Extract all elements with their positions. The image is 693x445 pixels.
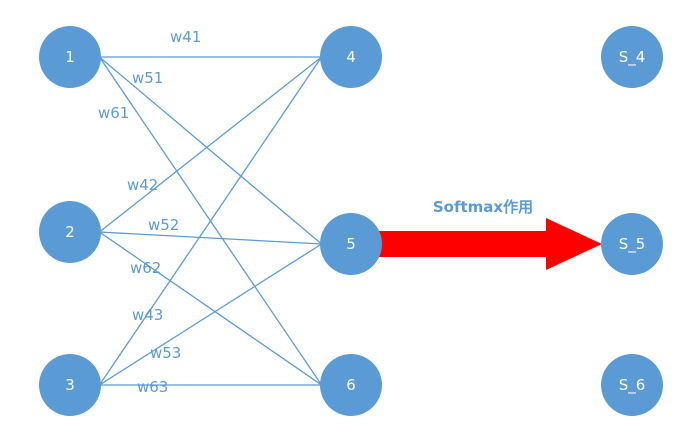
edge-w53 xyxy=(99,243,322,386)
node-label: 1 xyxy=(65,48,75,66)
node-label: 5 xyxy=(346,235,356,253)
edges-layer xyxy=(98,56,323,386)
weight-label-w42: w42 xyxy=(127,176,158,194)
weight-label-w62: w62 xyxy=(130,259,161,277)
edge-w62 xyxy=(99,231,322,386)
hidden-node-6: 6 xyxy=(320,354,382,416)
node-label: S_5 xyxy=(619,235,646,254)
node-circle xyxy=(320,26,382,88)
node-label: 4 xyxy=(346,48,356,66)
node-circle xyxy=(601,354,663,416)
nodes-layer: 1 2 3 4 5 6 S_4S_5S_6 xyxy=(39,26,663,416)
hidden-node-5: 5 xyxy=(320,213,382,275)
input-node-2: 2 xyxy=(39,201,101,263)
node-circle xyxy=(320,213,382,275)
weight-label-w53: w53 xyxy=(150,344,181,362)
node-circle xyxy=(601,213,663,275)
node-circle xyxy=(39,26,101,88)
edge-w43 xyxy=(98,56,323,386)
node-circle xyxy=(39,201,101,263)
node-label: 3 xyxy=(65,376,75,394)
weight-label-w51: w51 xyxy=(132,69,163,87)
arrow-shaft xyxy=(358,231,548,257)
node-label: 6 xyxy=(346,376,356,394)
node-label: 2 xyxy=(65,223,75,241)
softmax-arrow: Softmax作用 xyxy=(358,198,602,270)
arrow-head xyxy=(546,218,602,270)
input-node-3: 3 xyxy=(39,354,101,416)
node-label: S_4 xyxy=(619,48,646,67)
weight-label-w41: w41 xyxy=(170,28,201,46)
weight-label-w61: w61 xyxy=(98,104,129,122)
softmax-node-s-4: S_4 xyxy=(601,26,663,88)
softmax-node-s-5: S_5 xyxy=(601,213,663,275)
node-circle xyxy=(601,26,663,88)
weight-label-w52: w52 xyxy=(148,216,179,234)
softmax-label: Softmax作用 xyxy=(433,198,533,216)
node-circle xyxy=(320,354,382,416)
node-circle xyxy=(39,354,101,416)
edge-w42 xyxy=(99,56,322,233)
edge-w51 xyxy=(99,56,322,245)
softmax-node-s-6: S_6 xyxy=(601,354,663,416)
input-node-1: 1 xyxy=(39,26,101,88)
weight-label-w43: w43 xyxy=(132,306,163,324)
edge-w52 xyxy=(99,231,322,245)
weight-label-w63: w63 xyxy=(137,378,168,396)
node-label: S_6 xyxy=(619,376,646,395)
hidden-node-4: 4 xyxy=(320,26,382,88)
